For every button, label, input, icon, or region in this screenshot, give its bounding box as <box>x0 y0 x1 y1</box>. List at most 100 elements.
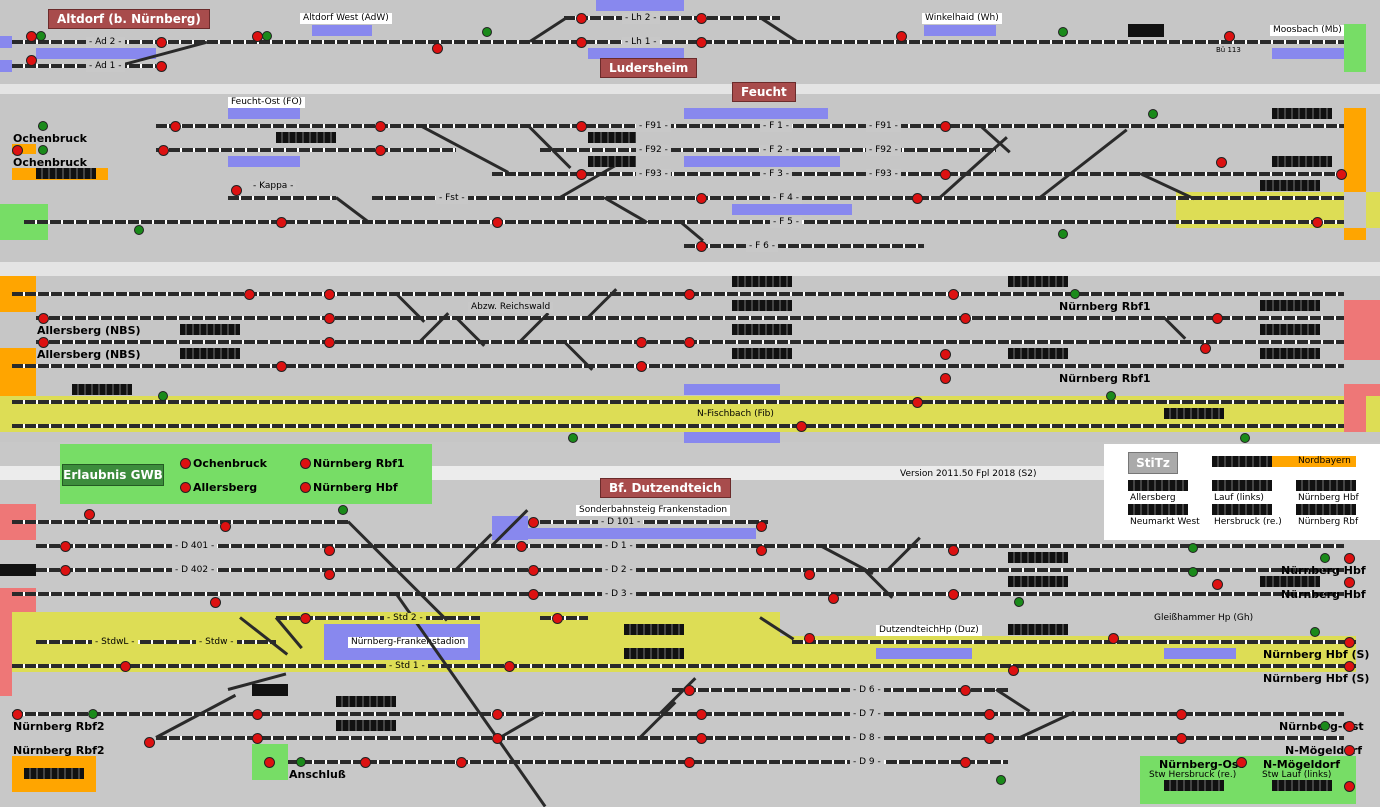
signal[interactable] <box>324 569 335 580</box>
signal[interactable] <box>300 613 311 624</box>
signal[interactable] <box>210 597 221 608</box>
exit[interactable] <box>1366 192 1380 228</box>
signal[interactable] <box>960 685 971 696</box>
signal[interactable] <box>516 541 527 552</box>
signal[interactable] <box>948 545 959 556</box>
signal[interactable] <box>960 313 971 324</box>
signal[interactable] <box>1212 579 1223 590</box>
signal[interactable] <box>696 13 707 24</box>
signal[interactable] <box>156 61 167 72</box>
exit[interactable] <box>1366 396 1380 432</box>
signal[interactable] <box>1312 217 1323 228</box>
signal[interactable] <box>576 37 587 48</box>
signal[interactable] <box>912 193 923 204</box>
exit-feucht-east[interactable] <box>1344 108 1366 192</box>
signal[interactable] <box>264 757 275 768</box>
signal[interactable] <box>1212 313 1223 324</box>
exit[interactable] <box>0 348 36 396</box>
signal[interactable] <box>948 589 959 600</box>
signal[interactable] <box>1344 553 1355 564</box>
signal[interactable] <box>684 757 695 768</box>
exit[interactable] <box>0 588 12 696</box>
signal[interactable] <box>696 709 707 720</box>
signal[interactable] <box>636 337 647 348</box>
signal[interactable] <box>324 313 335 324</box>
signal[interactable] <box>1344 721 1355 732</box>
exit[interactable] <box>1344 228 1366 240</box>
signal[interactable] <box>1176 709 1187 720</box>
signal[interactable] <box>220 521 231 532</box>
signal[interactable] <box>1344 745 1355 756</box>
signal[interactable] <box>456 757 467 768</box>
signal[interactable] <box>684 337 695 348</box>
signal[interactable] <box>696 241 707 252</box>
signal[interactable] <box>912 397 923 408</box>
signal[interactable] <box>1344 781 1355 792</box>
signal[interactable] <box>948 289 959 300</box>
signal[interactable] <box>756 545 767 556</box>
signal[interactable] <box>1176 733 1187 744</box>
signal[interactable] <box>528 517 539 528</box>
signal[interactable] <box>804 569 815 580</box>
signal[interactable] <box>940 169 951 180</box>
gwb-signal-hbf[interactable] <box>300 482 311 493</box>
signal[interactable] <box>896 31 907 42</box>
signal[interactable] <box>276 217 287 228</box>
gwb-signal-allersberg[interactable] <box>180 482 191 493</box>
signal[interactable] <box>252 733 263 744</box>
signal[interactable] <box>492 733 503 744</box>
gwb-signal-rbf1[interactable] <box>300 458 311 469</box>
signal[interactable] <box>231 185 242 196</box>
signal[interactable] <box>552 613 563 624</box>
signal[interactable] <box>360 757 371 768</box>
signal[interactable] <box>940 373 951 384</box>
signal[interactable] <box>375 145 386 156</box>
exit[interactable] <box>1344 300 1380 360</box>
signal[interactable] <box>156 37 167 48</box>
exit[interactable] <box>12 144 36 154</box>
signal[interactable] <box>960 757 971 768</box>
signal[interactable] <box>1216 157 1227 168</box>
signal[interactable] <box>170 121 181 132</box>
signal[interactable] <box>276 361 287 372</box>
signal[interactable] <box>696 193 707 204</box>
signal[interactable] <box>684 685 695 696</box>
signal[interactable] <box>636 361 647 372</box>
signal[interactable] <box>492 217 503 228</box>
signal[interactable] <box>1344 661 1355 672</box>
signal[interactable] <box>576 169 587 180</box>
signal[interactable] <box>940 121 951 132</box>
signal[interactable] <box>144 737 155 748</box>
exit[interactable] <box>0 396 12 432</box>
signal[interactable] <box>984 709 995 720</box>
signal[interactable] <box>1236 757 1247 768</box>
signal[interactable] <box>696 733 707 744</box>
signal[interactable] <box>576 121 587 132</box>
signal[interactable] <box>1224 31 1235 42</box>
signal[interactable] <box>12 145 23 156</box>
signal[interactable] <box>1336 169 1347 180</box>
signal[interactable] <box>324 289 335 300</box>
signal[interactable] <box>1108 633 1119 644</box>
signal[interactable] <box>252 709 263 720</box>
signal[interactable] <box>26 55 37 66</box>
signal[interactable] <box>492 709 503 720</box>
signal[interactable] <box>756 521 767 532</box>
signal[interactable] <box>324 545 335 556</box>
signal[interactable] <box>120 661 131 672</box>
signal[interactable] <box>528 565 539 576</box>
signal[interactable] <box>158 145 169 156</box>
signal[interactable] <box>60 541 71 552</box>
signal[interactable] <box>528 589 539 600</box>
signal[interactable] <box>38 313 49 324</box>
signal[interactable] <box>1200 343 1211 354</box>
signal[interactable] <box>1344 637 1355 648</box>
signal[interactable] <box>432 43 443 54</box>
signal[interactable] <box>804 633 815 644</box>
signal[interactable] <box>84 509 95 520</box>
signal[interactable] <box>576 13 587 24</box>
signal[interactable] <box>244 289 255 300</box>
signal[interactable] <box>38 337 49 348</box>
signal[interactable] <box>828 593 839 604</box>
signal[interactable] <box>984 733 995 744</box>
